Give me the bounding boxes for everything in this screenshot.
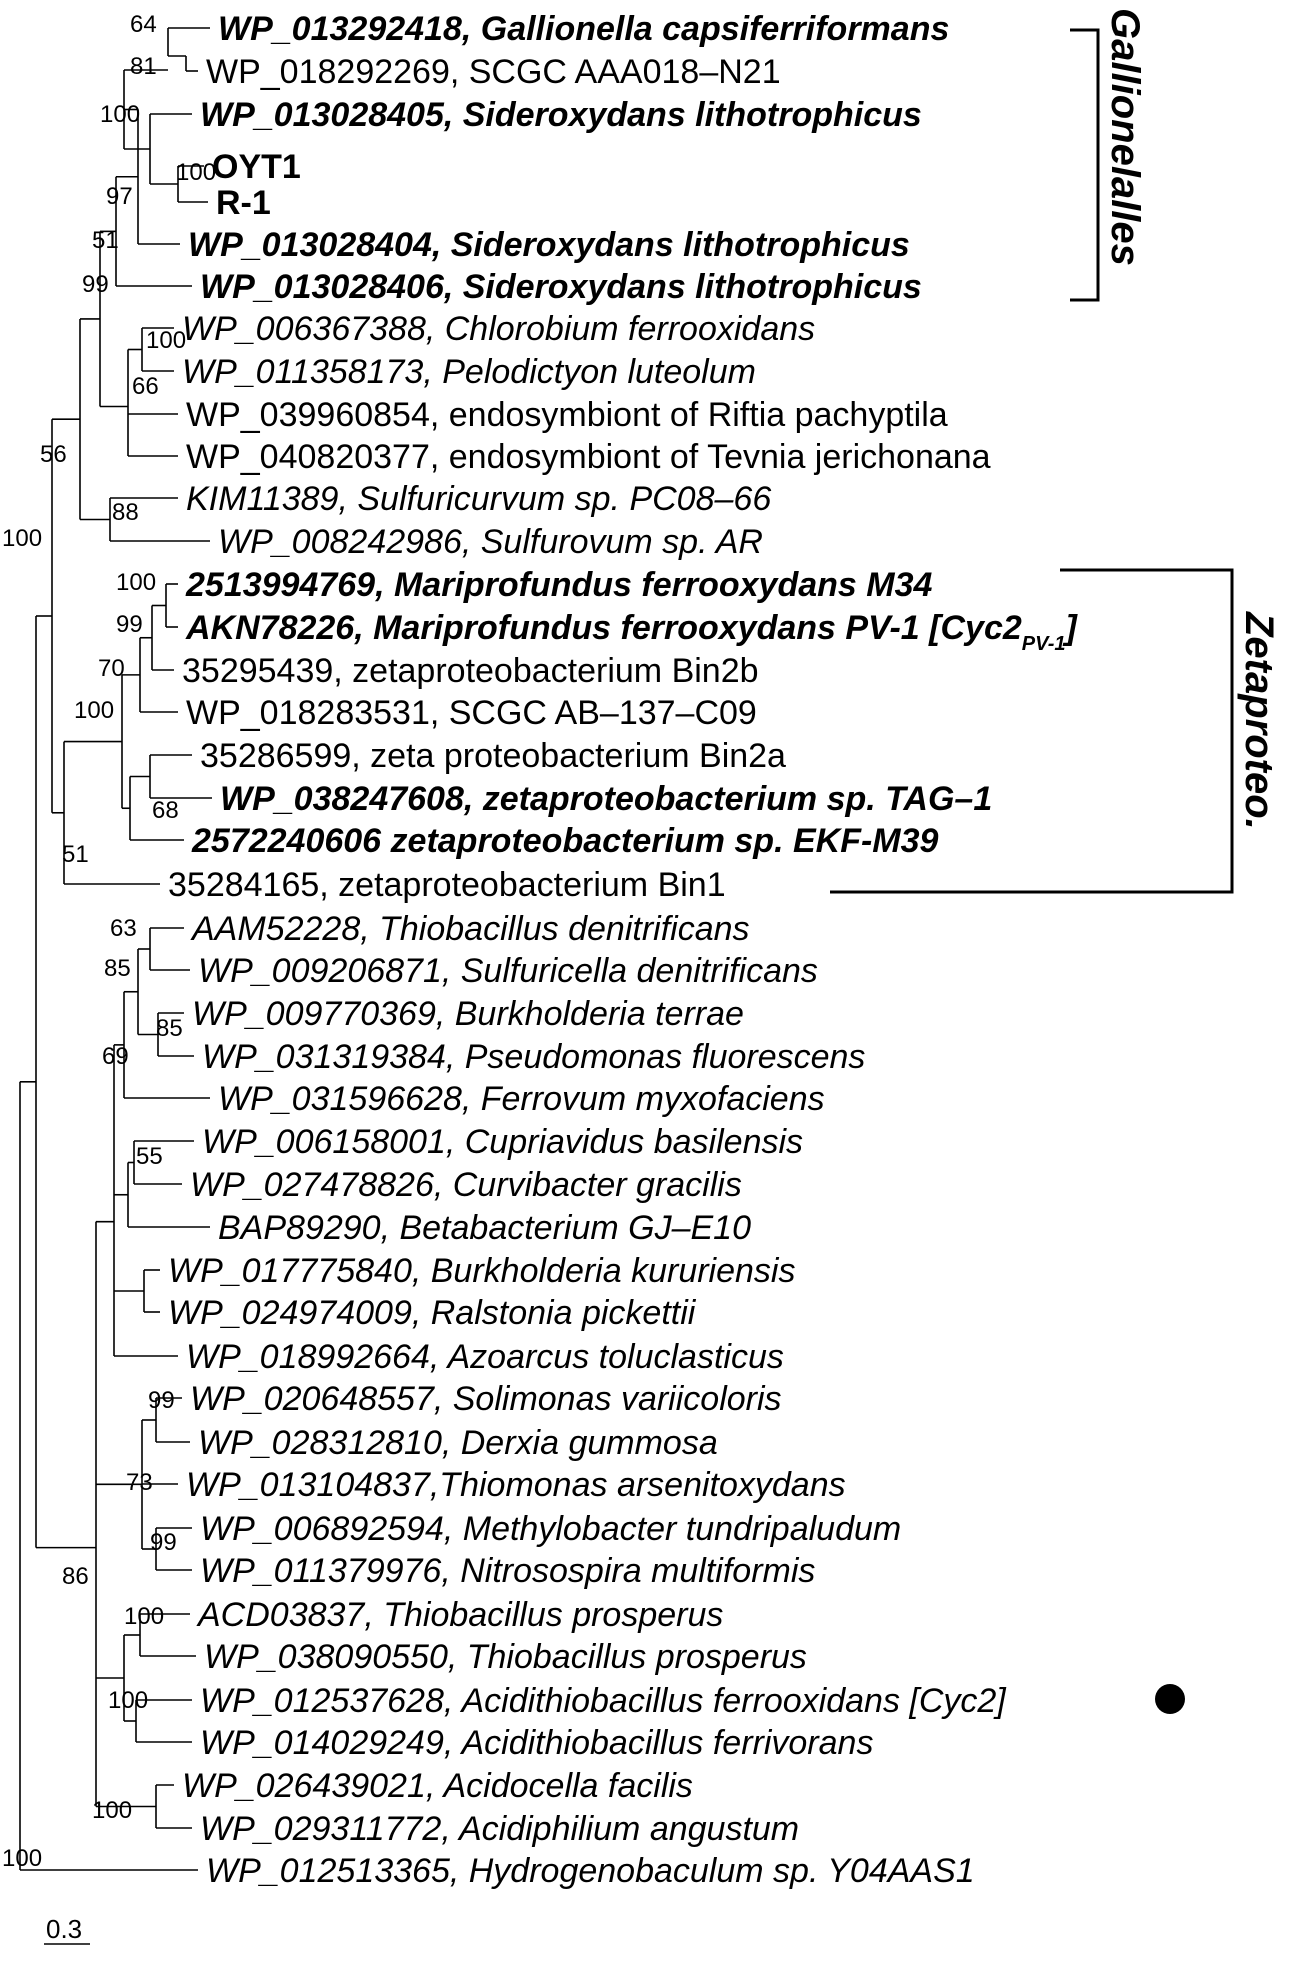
tip-label: 35286599, zeta proteobacterium Bin2a bbox=[200, 737, 786, 775]
tip-label: WP_031596628, Ferrovum myxofaciens bbox=[218, 1080, 825, 1118]
bootstrap-value: 68 bbox=[152, 797, 179, 824]
gallionellales-label: Gallionelalles bbox=[1103, 8, 1147, 266]
tip-label: KIM11389, Sulfuricurvum sp. PC08–66 bbox=[186, 480, 771, 518]
tip-label: WP_029311772, Acidiphilium angustum bbox=[200, 1810, 799, 1848]
tip-label: WP_017775840, Burkholderia kururiensis bbox=[168, 1252, 795, 1290]
tip-label: WP_039960854, endosymbiont of Riftia pac… bbox=[186, 396, 948, 434]
tip-label: WP_014029249, Acidithiobacillus ferrivor… bbox=[200, 1724, 873, 1762]
zetaproteo-label: Zetaproteo. bbox=[1237, 611, 1281, 830]
tip-label: ACD03837, Thiobacillus prosperus bbox=[196, 1596, 723, 1634]
bootstrap-value: 73 bbox=[126, 1469, 153, 1496]
bootstrap-value: 100 bbox=[92, 1797, 132, 1824]
bootstrap-value: 100 bbox=[74, 697, 114, 724]
tip-label: WP_026439021, Acidocella facilis bbox=[182, 1767, 693, 1805]
tip-label: WP_020648557, Solimonas variicoloris bbox=[190, 1380, 782, 1418]
bootstrap-value: 64 bbox=[130, 11, 157, 38]
tip-label: WP_024974009, Ralstonia pickettii bbox=[168, 1294, 697, 1332]
bootstrap-value: 99 bbox=[150, 1529, 177, 1556]
bootstrap-value: 66 bbox=[132, 373, 159, 400]
bootstrap-value: 70 bbox=[98, 655, 125, 682]
tip-label: WP_013028405, Sideroxydans lithotrophicu… bbox=[200, 96, 922, 134]
tip-label: 35284165, zetaproteobacterium Bin1 bbox=[168, 866, 726, 904]
tip-label: WP_038090550, Thiobacillus prosperus bbox=[204, 1638, 807, 1676]
bootstrap-value: 100 bbox=[124, 1603, 164, 1630]
bootstrap-value: 85 bbox=[156, 1015, 183, 1042]
tip-label: WP_006892594, Methylobacter tundripaludu… bbox=[200, 1510, 901, 1548]
bootstrap-value: 86 bbox=[62, 1563, 89, 1590]
tip-label: WP_008242986, Sulfurovum sp. AR bbox=[218, 523, 763, 561]
reference-marker-icon bbox=[1155, 1684, 1185, 1714]
tip-label: WP_011358173, Pelodictyon luteolum bbox=[182, 353, 756, 391]
bootstrap-value: 88 bbox=[112, 499, 139, 526]
zetaproteo-bracket bbox=[830, 568, 1234, 894]
tip-label: WP_009206871, Sulfuricella denitrificans bbox=[198, 952, 818, 990]
tip-label: BAP89290, Betabacterium GJ–E10 bbox=[218, 1209, 751, 1247]
gallionellales-bracket bbox=[1070, 28, 1100, 302]
tip-label: WP_013028406, Sideroxydans lithotrophicu… bbox=[200, 268, 922, 306]
bootstrap-value: 100 bbox=[108, 1687, 148, 1714]
tip-label: WP_006158001, Cupriavidus basilensis bbox=[202, 1123, 803, 1161]
bootstrap-value: 99 bbox=[148, 1387, 175, 1414]
tip-label: AKN78226, Mariprofundus ferrooxydans PV-… bbox=[185, 609, 1079, 655]
tip-label: WP_013028404, Sideroxydans lithotrophicu… bbox=[188, 226, 910, 264]
bootstrap-value: 100 bbox=[2, 525, 42, 552]
bootstrap-value: 100 bbox=[2, 1845, 42, 1872]
bootstrap-value: 56 bbox=[40, 441, 67, 468]
bootstrap-value: 100 bbox=[176, 159, 216, 186]
tip-label: WP_031319384, Pseudomonas fluorescens bbox=[202, 1038, 865, 1076]
bootstrap-value: 97 bbox=[106, 183, 133, 210]
tip-label: WP_018292269, SCGC AAA018–N21 bbox=[206, 53, 781, 91]
tip-label: WP_040820377, endosymbiont of Tevnia jer… bbox=[186, 438, 991, 476]
tip-label: WP_012537628, Acidithiobacillus ferrooxi… bbox=[200, 1682, 1007, 1720]
bootstrap-value: 99 bbox=[116, 611, 143, 638]
tip-label: WP_009770369, Burkholderia terrae bbox=[192, 995, 744, 1033]
bootstrap-value: 100 bbox=[100, 101, 140, 128]
tip-label: WP_011379976, Nitrosospira multiformis bbox=[200, 1552, 815, 1590]
tip-label: 2513994769, Mariprofundus ferrooxydans M… bbox=[185, 566, 932, 604]
bootstrap-value: 100 bbox=[116, 569, 156, 596]
tip-label: WP_027478826, Curvibacter gracilis bbox=[190, 1166, 742, 1204]
bootstrap-value: 85 bbox=[104, 955, 131, 982]
bootstrap-value: 55 bbox=[136, 1143, 163, 1170]
tip-label: AAM52228, Thiobacillus denitrificans bbox=[190, 910, 750, 948]
bootstrap-value: 100 bbox=[146, 327, 186, 354]
bootstrap-value: 51 bbox=[92, 227, 119, 254]
tip-label: WP_013104837,Thiomonas arsenitoxydans bbox=[186, 1466, 846, 1504]
bootstrap-value: 81 bbox=[130, 53, 157, 80]
bootstrap-value: 99 bbox=[82, 271, 109, 298]
tip-label: WP_018283531, SCGC AB–137–C09 bbox=[186, 694, 757, 732]
tip-label: WP_006367388, Chlorobium ferrooxidans bbox=[182, 310, 815, 348]
tip-label: WP_013292418, Gallionella capsiferriform… bbox=[218, 10, 949, 48]
bootstrap-value: 51 bbox=[62, 841, 89, 868]
tip-label: 2572240606 zetaproteobacterium sp. EKF-M… bbox=[191, 822, 939, 860]
tip-label: OYT1 bbox=[212, 148, 301, 186]
scale-bar-label: 0.3 bbox=[46, 1914, 82, 1944]
tip-label: WP_038247608, zetaproteobacterium sp. TA… bbox=[220, 780, 992, 818]
tip-label: 35295439, zetaproteobacterium Bin2b bbox=[182, 652, 759, 690]
bootstrap-value: 69 bbox=[102, 1043, 129, 1070]
bootstrap-value: 63 bbox=[110, 915, 137, 942]
tip-label: WP_028312810, Derxia gummosa bbox=[198, 1424, 718, 1462]
tip-label: R-1 bbox=[216, 184, 271, 222]
tip-label: WP_018992664, Azoarcus toluclasticus bbox=[186, 1338, 784, 1376]
tip-label: WP_012513365, Hydrogenobaculum sp. Y04AA… bbox=[206, 1852, 975, 1890]
